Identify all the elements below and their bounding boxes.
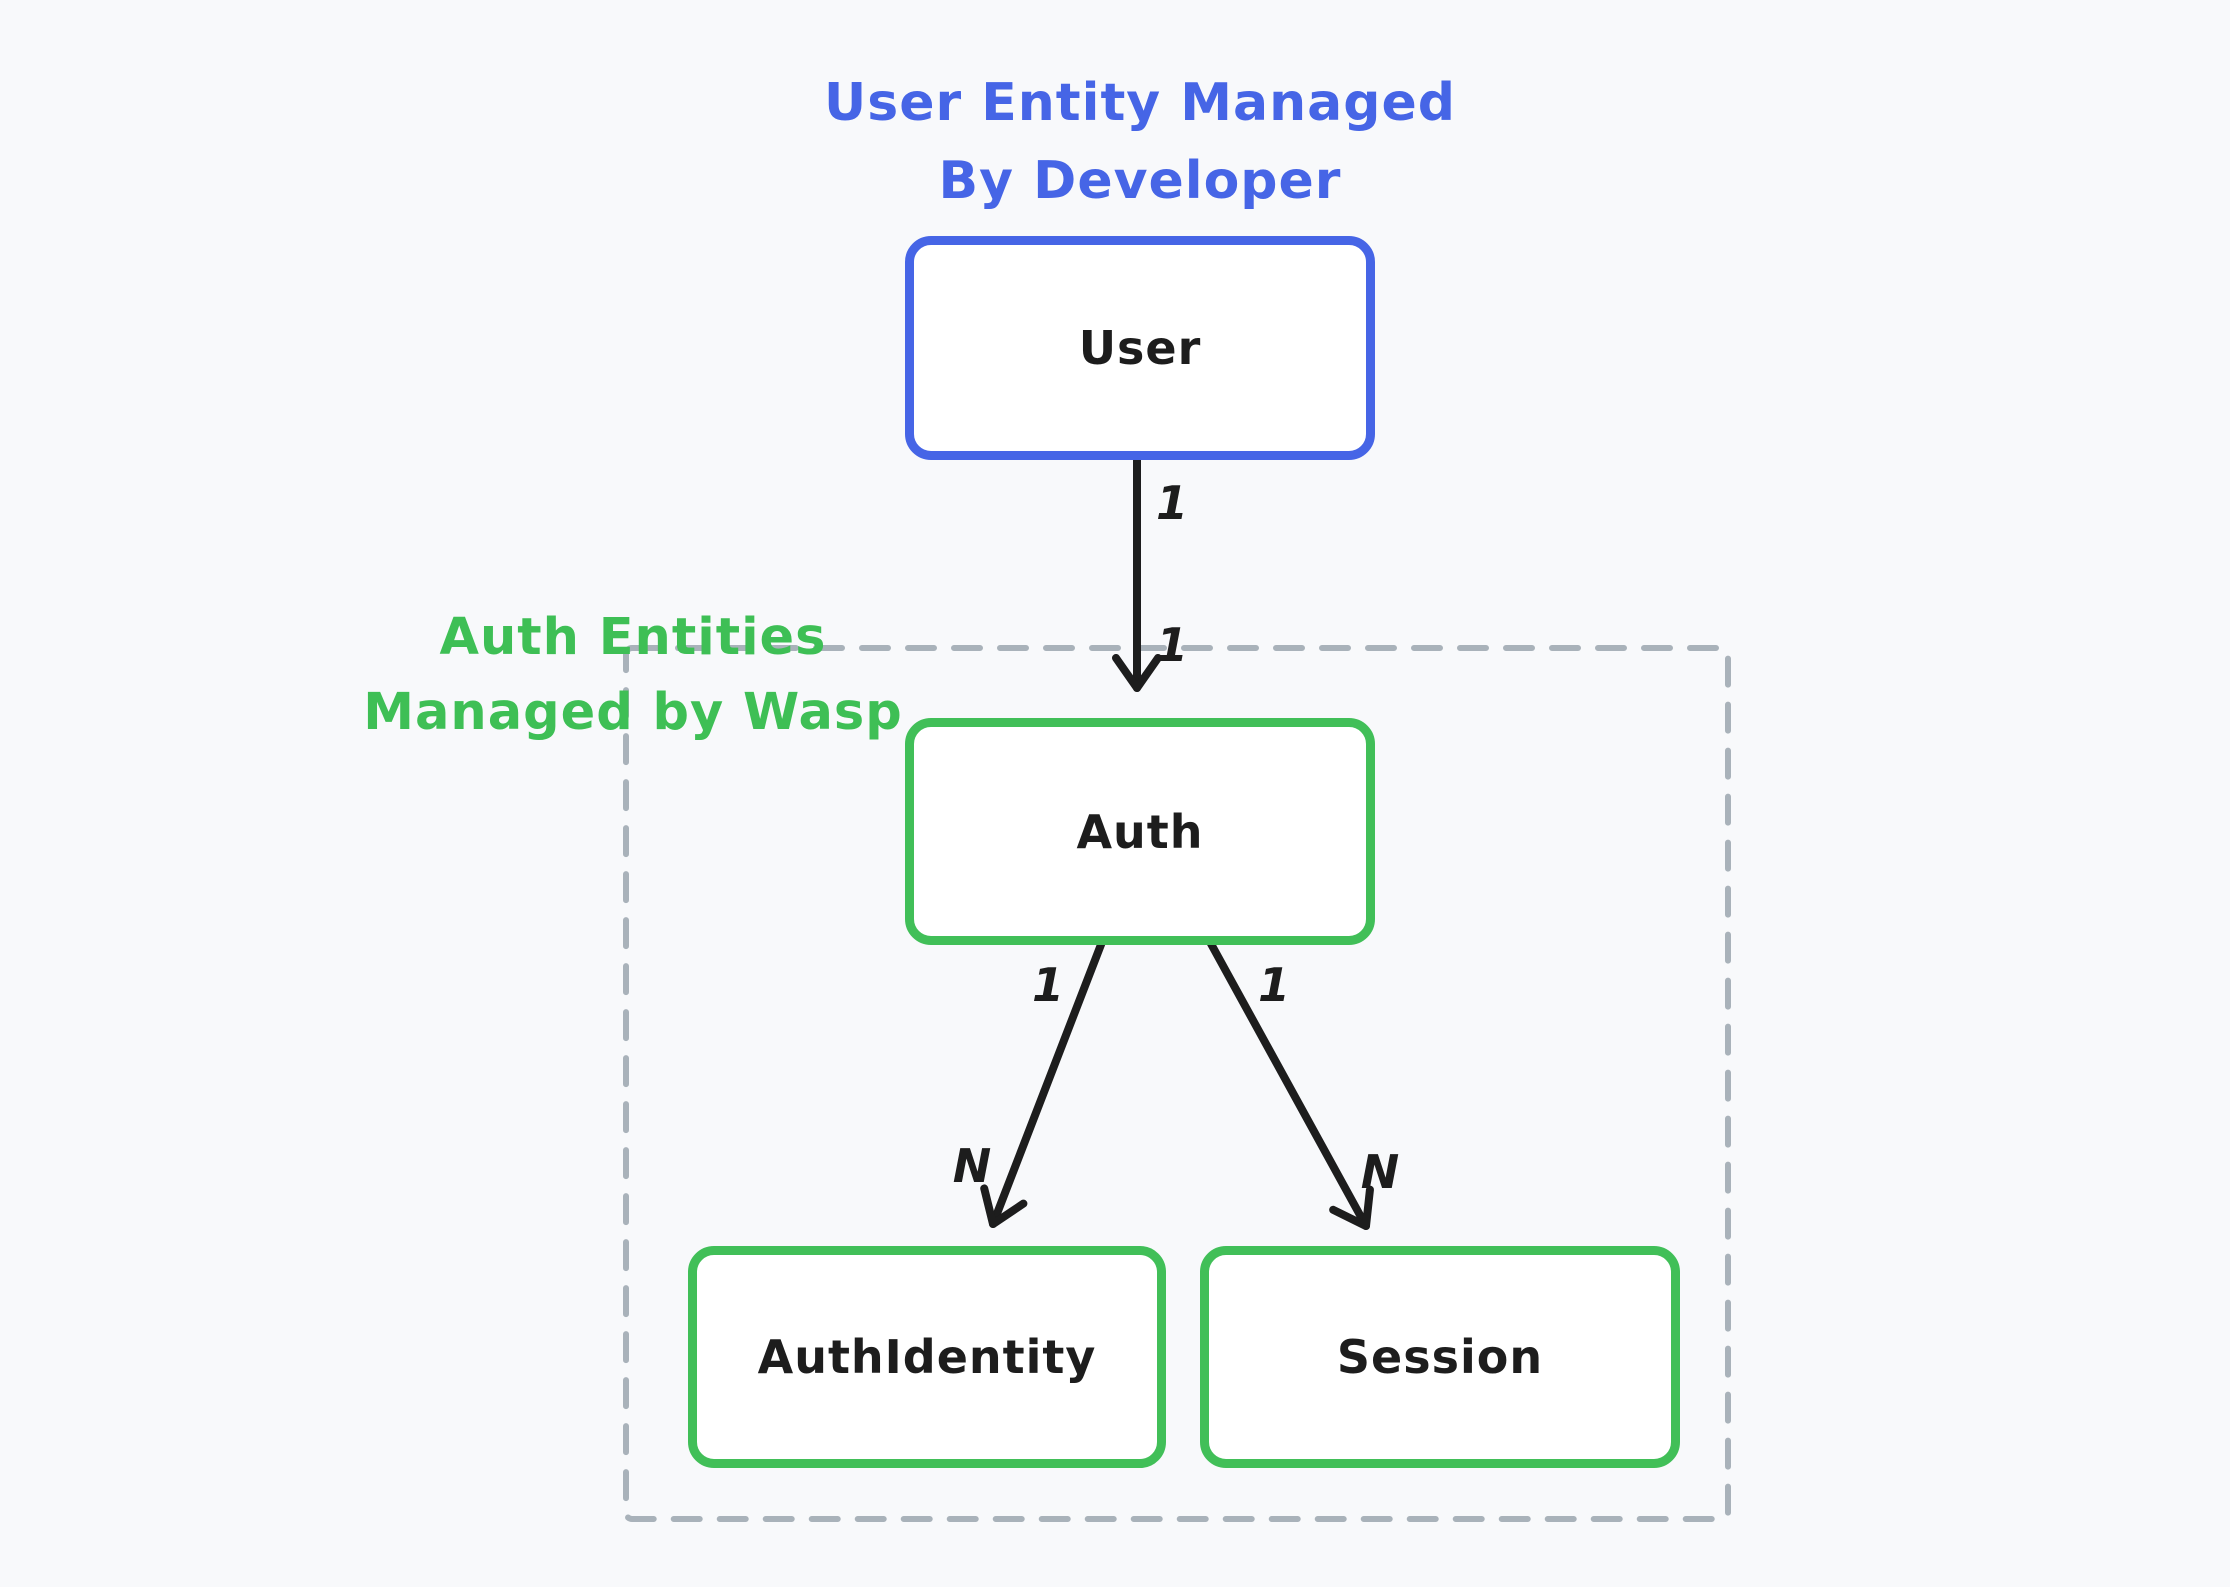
arrow-auth-to-authidentity bbox=[980, 938, 1106, 1228]
arrow-auth-to-session bbox=[1206, 938, 1374, 1230]
authidentity-node: AuthIdentity bbox=[688, 1246, 1166, 1468]
cardinality-user-auth-source: 1 bbox=[1155, 476, 1189, 530]
auth-group-label-line2: Managed by Wasp bbox=[363, 683, 903, 742]
auth-group-label: Auth Entities Managed by Wasp bbox=[363, 600, 902, 750]
auth-node-label: Auth bbox=[1076, 804, 1204, 859]
user-node-label: User bbox=[1078, 321, 1202, 375]
authidentity-node-label: AuthIdentity bbox=[757, 1330, 1097, 1384]
session-node-label: Session bbox=[1336, 1330, 1544, 1384]
cardinality-auth-session-target: N bbox=[1360, 1145, 1400, 1199]
cardinality-user-auth-target: 1 bbox=[1155, 618, 1189, 672]
session-node: Session bbox=[1200, 1246, 1680, 1468]
user-entity-title-line2: By Developer bbox=[938, 151, 1342, 211]
user-entity-title: User Entity Managed By Developer bbox=[824, 64, 1456, 220]
auth-group-label-line1: Auth Entities bbox=[439, 608, 827, 667]
user-node: User bbox=[905, 236, 1375, 460]
auth-group-border bbox=[623, 645, 1731, 1522]
auth-node: Auth bbox=[905, 718, 1375, 945]
cardinality-auth-authidentity-target: N bbox=[952, 1139, 992, 1193]
user-entity-title-line1: User Entity Managed bbox=[824, 73, 1456, 133]
cardinality-auth-session-source: 1 bbox=[1257, 958, 1291, 1012]
cardinality-auth-authidentity-source: 1 bbox=[1031, 958, 1065, 1012]
